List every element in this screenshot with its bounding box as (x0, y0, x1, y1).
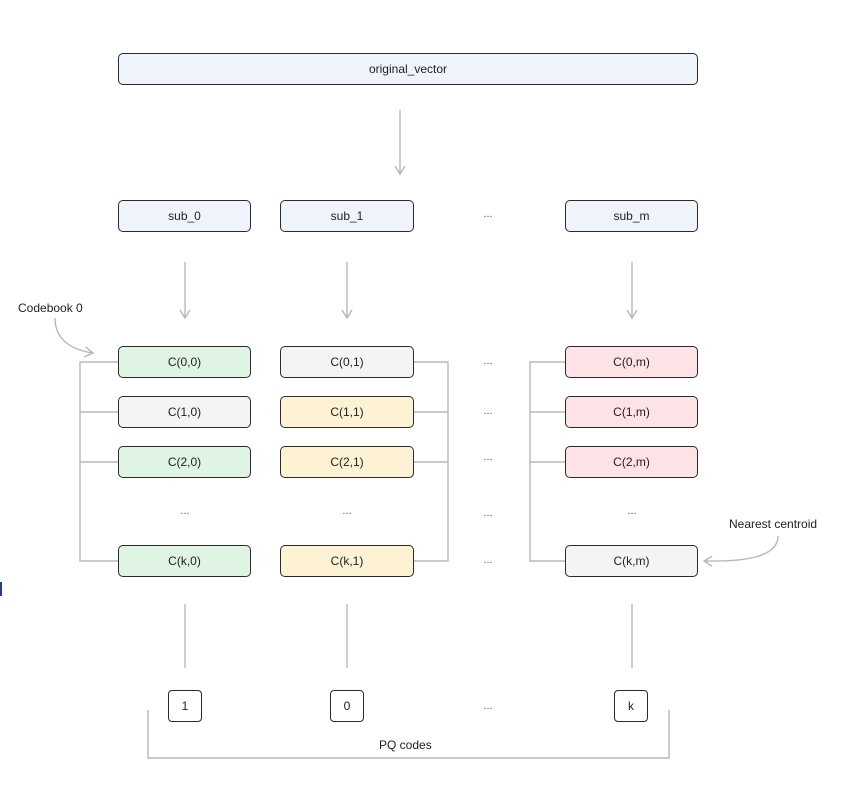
pq-code-box-1: 0 (330, 690, 364, 722)
column-ellipsis: ... (483, 554, 493, 566)
pq-code-box-k: k (614, 690, 648, 722)
subvector-box-m: sub_m (565, 200, 698, 232)
centroid-box: C(1,m) (565, 396, 698, 428)
centroid-box: C(1,0) (118, 396, 251, 428)
column-ellipsis: ... (483, 451, 493, 463)
column-ellipsis: ... (483, 507, 493, 519)
codebook-annotation-arrow (54, 317, 95, 358)
nearest-centroid-box: C(k,m) (565, 545, 698, 577)
centroid-box: C(0,m) (565, 346, 698, 378)
pq-code-box-0: 1 (168, 690, 202, 722)
subvector-box-1: sub_1 (280, 200, 414, 232)
column-ellipsis: ... (483, 405, 493, 417)
codebook-row-ellipsis: ... (180, 505, 190, 517)
centroid-box: C(k,0) (118, 545, 251, 577)
codebook-row-ellipsis: ... (342, 505, 352, 517)
centroid-box: C(2,m) (565, 446, 698, 478)
code-ellipsis: ... (483, 700, 493, 712)
centroid-box: C(0,0) (118, 346, 251, 378)
centroid-box: C(1,1) (280, 396, 414, 428)
original-vector-box: original_vector (118, 53, 698, 85)
codebook-row-ellipsis: ... (627, 505, 637, 517)
nearest-centroid-label: Nearest centroid (729, 517, 818, 531)
centroid-box: C(2,1) (280, 446, 414, 478)
subvector-ellipsis: ... (483, 208, 493, 220)
pq-codes-label: PQ codes (379, 738, 432, 752)
edge-marker (0, 582, 2, 596)
centroid-box: C(0,1) (280, 346, 414, 378)
subvector-box-0: sub_0 (118, 200, 251, 232)
nearest-annotation-arrow (702, 535, 779, 567)
centroid-box: C(2,0) (118, 446, 251, 478)
codebook-label: Codebook 0 (18, 301, 83, 315)
centroid-box: C(k,1) (280, 545, 414, 577)
pq-codes-bracket (147, 710, 670, 759)
column-ellipsis: ... (483, 355, 493, 367)
